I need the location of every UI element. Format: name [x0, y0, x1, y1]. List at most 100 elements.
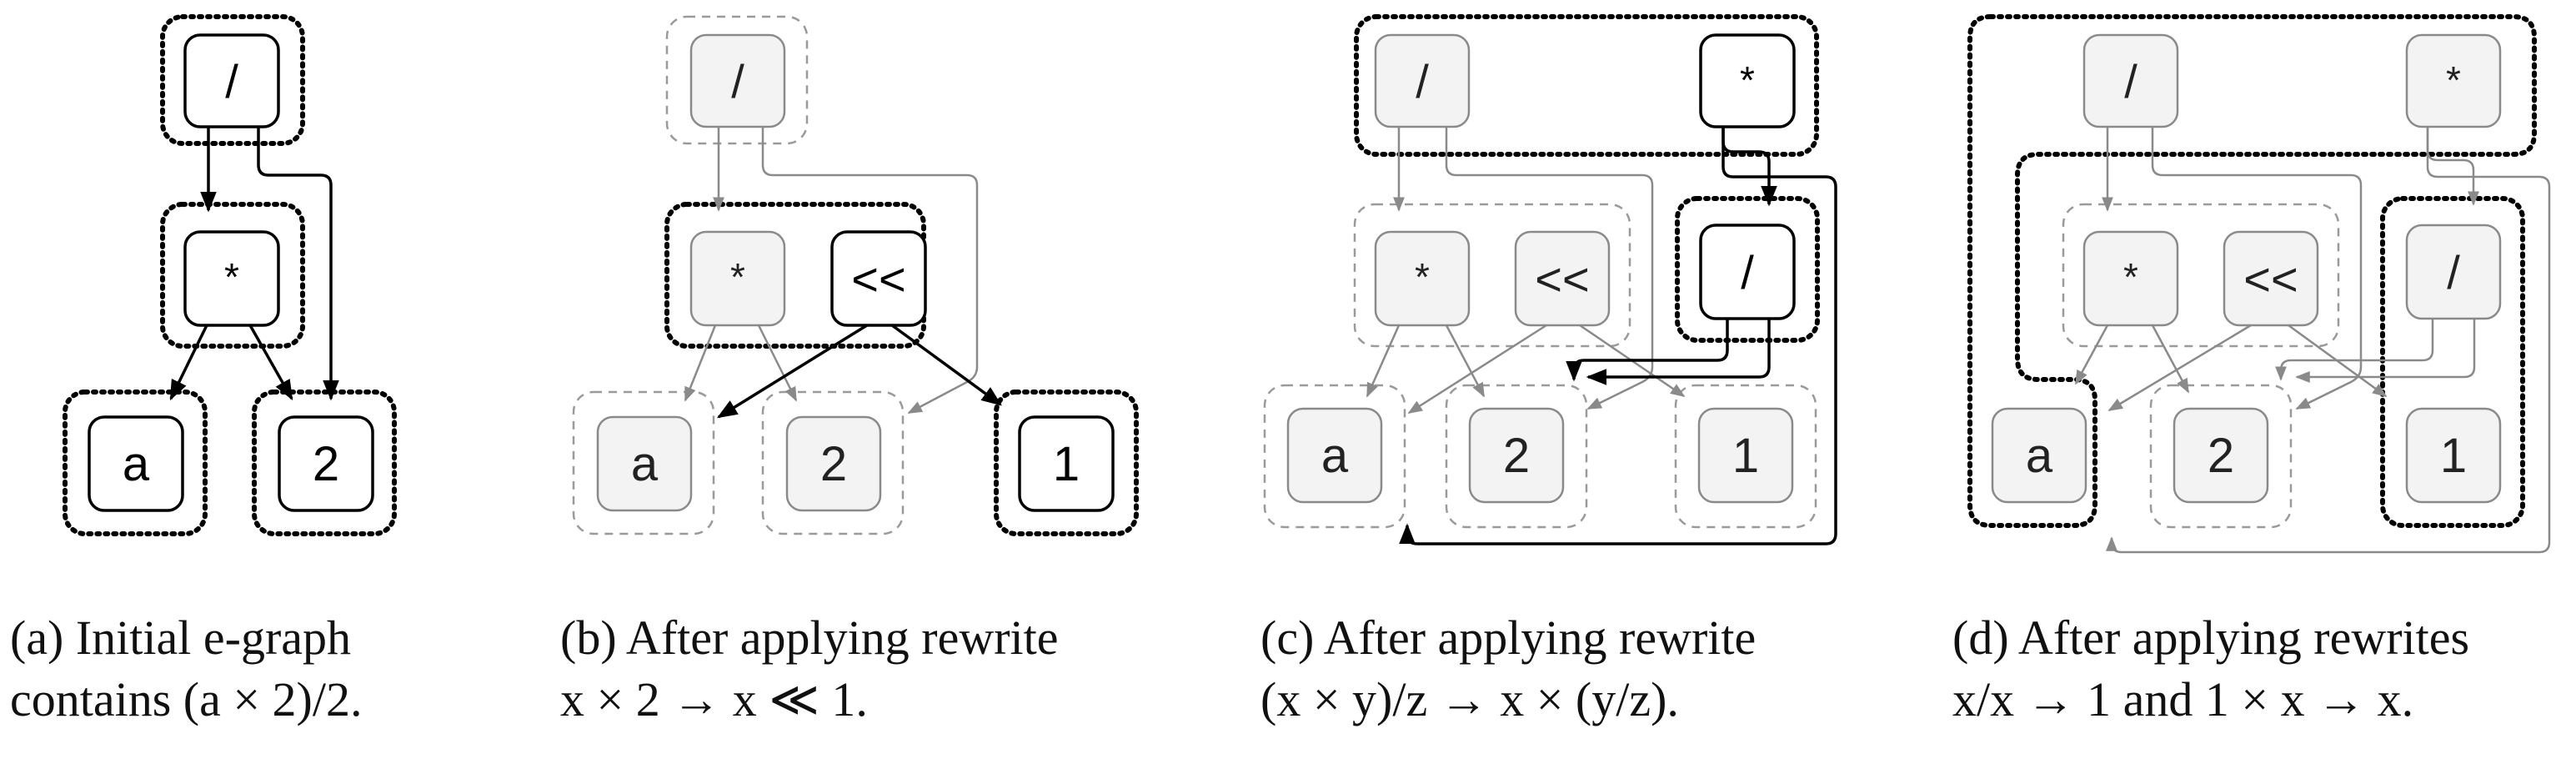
- eclass-a: [572, 390, 715, 535]
- edge: [2106, 127, 2551, 554]
- svg-text:2: 2: [1503, 429, 1530, 483]
- node-div-new: /: [1699, 224, 1796, 320]
- edge: [1445, 324, 1486, 398]
- eclass-mul-shl: [2062, 203, 2340, 348]
- caption-c-line1: (c) After applying rewrite: [1260, 611, 1757, 665]
- eclass-div-mul: [1354, 14, 1819, 157]
- eclass-1: [994, 390, 1139, 536]
- edge: [1586, 319, 1771, 385]
- eclass-2: [761, 390, 905, 535]
- caption-c-line2: (x × y)/z → x × (y/z).: [1260, 672, 1679, 726]
- edge: [257, 127, 339, 401]
- node-2: 2: [278, 415, 374, 512]
- svg-text:/: /: [2124, 55, 2137, 108]
- edge: [248, 324, 293, 401]
- eclass-div: [160, 14, 305, 146]
- eclass-1: [1674, 384, 1817, 529]
- svg-text:*: *: [2446, 58, 2461, 102]
- node-1: 1: [2405, 407, 2502, 504]
- svg-text:*: *: [2123, 255, 2138, 299]
- eclass-mul: [160, 202, 305, 349]
- svg-text:*: *: [224, 255, 239, 299]
- node-shl: <<: [830, 230, 927, 327]
- svg-text:a: a: [123, 437, 150, 491]
- caption-d-line1: (d) After applying rewrites: [1952, 611, 2470, 665]
- node-2: 2: [2173, 407, 2269, 504]
- panel-b: / * << a 2 1: [572, 15, 1139, 536]
- node-div: /: [183, 33, 280, 128]
- edge: [757, 324, 798, 402]
- svg-text:<<: <<: [851, 253, 905, 305]
- node-div: /: [689, 33, 786, 128]
- node-mul: *: [689, 230, 786, 327]
- svg-text:2: 2: [820, 437, 847, 491]
- caption-d-line2: x/x → 1 and 1 × x → x.: [1952, 672, 2414, 726]
- eclass-2: [2149, 384, 2293, 529]
- edge: [169, 324, 208, 401]
- node-mul: *: [2082, 230, 2179, 327]
- node-mul-new: *: [2405, 33, 2502, 128]
- eclass-div: [665, 15, 809, 145]
- node-a: a: [1286, 407, 1383, 504]
- svg-text:2: 2: [2208, 429, 2234, 483]
- caption-b: (b) After applying rewrite x × 2 → x ≪ 1…: [560, 607, 1059, 731]
- node-shl: <<: [1514, 230, 1611, 327]
- caption-a-line1: (a) Initial e-graph: [10, 611, 352, 665]
- node-1: 1: [1697, 407, 1794, 504]
- edge: [761, 127, 979, 415]
- svg-text:/: /: [731, 55, 744, 108]
- node-shl: <<: [2223, 230, 2319, 327]
- edge: [1399, 127, 1837, 545]
- node-1: 1: [1018, 415, 1115, 512]
- edge: [2295, 319, 2476, 383]
- panel-a: / * a 2: [63, 14, 397, 536]
- svg-text:/: /: [2447, 246, 2460, 299]
- edge: [2426, 127, 2479, 206]
- svg-text:*: *: [1740, 58, 1755, 102]
- svg-text:1: 1: [2440, 429, 2467, 483]
- svg-text:*: *: [730, 255, 745, 299]
- edge: [1407, 324, 1547, 415]
- caption-c: (c) After applying rewrite (x × y)/z → x…: [1260, 607, 1756, 731]
- node-div: /: [1374, 33, 1471, 128]
- node-mul: *: [183, 230, 280, 327]
- eclass-div-mul-a: [1967, 14, 2537, 528]
- svg-text:a: a: [631, 437, 659, 491]
- eclass-div-new: [1675, 196, 1820, 343]
- edge: [1722, 127, 1777, 207]
- svg-text:a: a: [2026, 429, 2053, 483]
- edge: [2275, 319, 2434, 381]
- node-mul-new: *: [1699, 33, 1796, 128]
- caption-a: (a) Initial e-graph contains (a × 2)/2.: [10, 607, 362, 731]
- node-2: 2: [1468, 407, 1565, 504]
- edge: [2074, 324, 2109, 385]
- svg-text:1: 1: [1732, 429, 1759, 483]
- caption-b-line1: (b) After applying rewrite: [560, 611, 1059, 665]
- svg-text:2: 2: [313, 437, 339, 491]
- panel-c: / * * << / a 2: [1263, 14, 1837, 545]
- svg-text:<<: <<: [2243, 253, 2298, 305]
- svg-text:/: /: [1741, 246, 1754, 299]
- node-div-new: /: [2405, 224, 2502, 320]
- svg-text:/: /: [1416, 55, 1429, 108]
- eclass-2: [1445, 384, 1588, 529]
- panel-d: / * * << / a 2: [1967, 14, 2551, 554]
- node-a: a: [596, 415, 693, 512]
- eclass-mul-shl: [1353, 203, 1631, 348]
- edge: [684, 324, 717, 402]
- edge: [1366, 324, 1401, 398]
- edge: [2107, 324, 2252, 412]
- edge: [2151, 324, 2190, 394]
- edge: [890, 324, 1002, 406]
- caption-b-line2: x × 2 → x ≪ 1.: [560, 672, 868, 726]
- node-2: 2: [785, 415, 882, 512]
- node-div: /: [2082, 33, 2179, 128]
- eclass-div-1: [2380, 196, 2525, 528]
- caption-d: (d) After applying rewrites x/x → 1 and …: [1952, 607, 2469, 731]
- svg-text:a: a: [1321, 429, 1349, 483]
- svg-text:1: 1: [1053, 437, 1080, 491]
- eclass-a: [63, 390, 208, 536]
- edge: [1566, 319, 1729, 382]
